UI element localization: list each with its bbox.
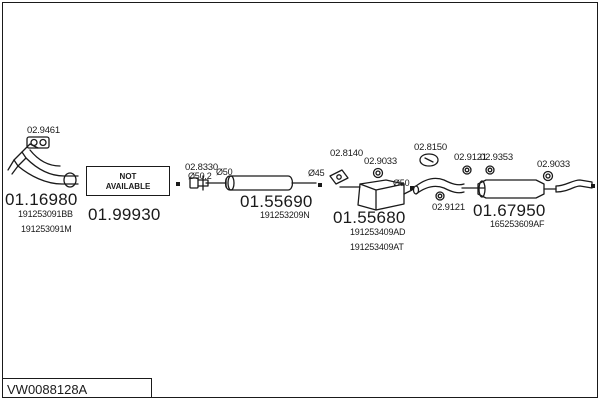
accessory-number: 02.9353 — [480, 152, 513, 163]
part-number-intermediate-silencer: 01.55680 — [333, 208, 406, 227]
accessory-number: 02.8150 — [414, 142, 447, 153]
gasket-icon — [26, 136, 50, 149]
oem-number: 191253209N — [260, 210, 310, 220]
not-available-line: NOT — [119, 172, 137, 181]
part-number-middle-silencer: 01.55690 — [240, 192, 313, 211]
oem-number: 191253409AD — [350, 227, 406, 237]
hanger-icon — [329, 169, 349, 185]
part-number-rear-silencer: 01.67950 — [473, 201, 546, 220]
oem-number: 191253091M — [21, 224, 72, 234]
oem-number: 191253091BB — [18, 209, 73, 219]
ring-icon — [372, 167, 384, 179]
connecting-pipe-icon — [412, 177, 465, 195]
not-available-box: NOT AVAILABLE — [86, 166, 170, 196]
accessory-number: 02.9121 — [432, 202, 465, 213]
oem-number: 191253409AT — [350, 242, 404, 252]
ring-icon — [485, 165, 495, 175]
accessory-number: 02.8330 — [185, 162, 218, 173]
pipe-diameter: Ø45 — [308, 168, 325, 178]
diagram-code-label: VW0088128A — [2, 378, 152, 398]
accessory-number: 02.9033 — [537, 159, 570, 170]
hanger-icon — [419, 153, 439, 167]
ring-icon — [542, 170, 554, 182]
ring-icon — [435, 191, 445, 201]
pipe-diameter: Ø50,2 — [188, 171, 212, 181]
accessory-number: 02.8140 — [330, 148, 363, 159]
middle-silencer-icon — [205, 175, 317, 191]
accessory-number: 02.9121 — [454, 152, 487, 163]
front-pipe-icon — [7, 143, 79, 188]
rear-silencer-icon — [461, 179, 593, 199]
part-number-catalyst: 01.99930 — [88, 205, 161, 224]
connector-dots — [176, 182, 595, 190]
not-available-line: AVAILABLE — [105, 182, 151, 191]
accessory-number: 02.9033 — [364, 156, 397, 167]
pipe-diameter: Ø50 — [393, 178, 410, 188]
pipe-diameter: Ø50 — [216, 167, 233, 177]
accessory-number: 02.9461 — [27, 125, 60, 136]
intermediate-silencer-icon — [339, 179, 413, 211]
ring-icon — [462, 165, 472, 175]
part-number-front-pipe: 01.16980 — [5, 190, 78, 209]
oem-number: 165253609AF — [490, 219, 545, 229]
